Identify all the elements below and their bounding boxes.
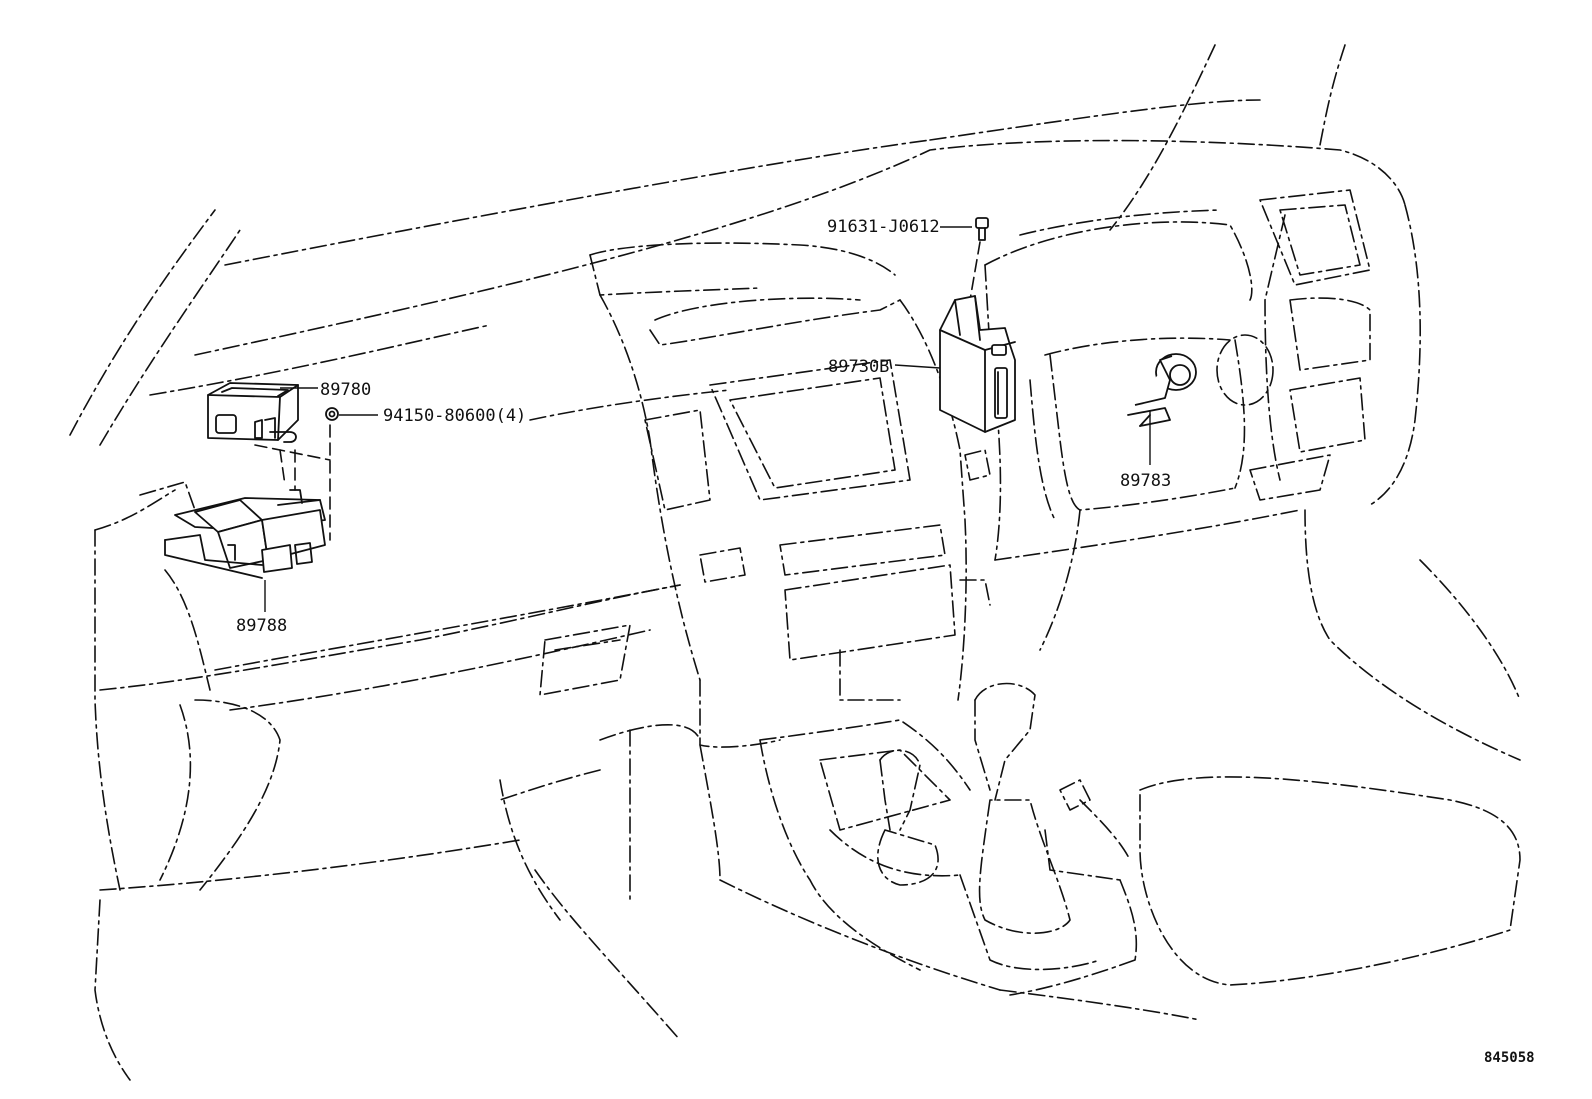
label-89783: 89783 bbox=[1120, 471, 1171, 491]
part-89780-unit bbox=[207, 382, 299, 443]
part-94150-nut bbox=[325, 407, 339, 421]
label-89780: 89780 bbox=[320, 380, 371, 400]
screw-guide-line bbox=[969, 241, 981, 301]
instrument-cluster bbox=[984, 189, 1521, 986]
drawing-code: 845058 bbox=[1484, 1050, 1535, 1066]
bracket-guide-line bbox=[279, 449, 286, 486]
shift-levers bbox=[876, 682, 1138, 961]
label-89788: 89788 bbox=[236, 616, 287, 636]
dash-lower-left bbox=[94, 481, 701, 1081]
part-91631-screw bbox=[975, 217, 989, 241]
dashboard-top bbox=[149, 139, 1421, 506]
windshield-outline bbox=[69, 44, 1346, 446]
floor-outline bbox=[959, 874, 1201, 1021]
part-89783-switch bbox=[1127, 334, 1274, 427]
label-94150-80600: 94150-80600(4) bbox=[383, 406, 526, 426]
part-89788-bracket bbox=[164, 489, 326, 579]
center-stack bbox=[599, 294, 1001, 991]
leader-lines bbox=[264, 226, 1151, 612]
label-89730B: 89730B bbox=[828, 357, 889, 377]
label-91631-J0612: 91631-J0612 bbox=[827, 217, 940, 237]
part-89730B-module bbox=[939, 295, 1016, 433]
unit-guide-line bbox=[254, 444, 331, 461]
